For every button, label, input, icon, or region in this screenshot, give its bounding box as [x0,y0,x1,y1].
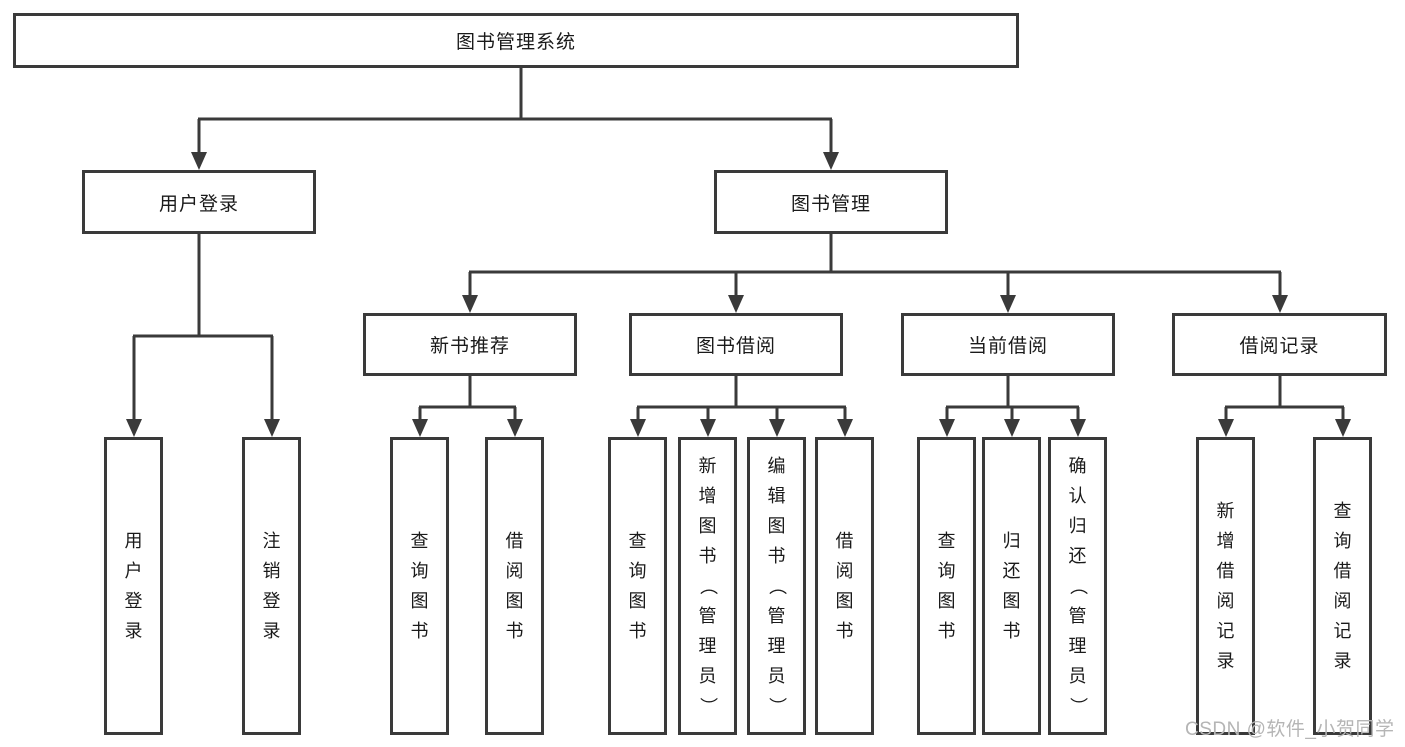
node-new-book-recommendation: 新书推荐 [363,313,577,376]
leaf-query-books-recommend: 查询图书 [390,437,449,735]
node-user-login: 用户登录 [82,170,316,234]
leaf-query-books-borrowing: 查询图书 [608,437,667,735]
node-current-borrowing: 当前借阅 [901,313,1115,376]
node-book-borrowing: 图书借阅 [629,313,843,376]
node-borrowing-records: 借阅记录 [1172,313,1387,376]
node-book-management: 图书管理 [714,170,948,234]
leaf-return-books: 归还图书 [982,437,1041,735]
leaf-query-borrow-record: 查询借阅记录 [1313,437,1372,735]
leaf-add-books-admin: 新增图书（管理员） [678,437,737,735]
leaf-borrow-books-recommend: 借阅图书 [485,437,544,735]
watermark: CSDN @软件_小贺同学 [1185,719,1395,740]
leaf-user-login: 用户登录 [104,437,163,735]
leaf-confirm-return-admin: 确认归还（管理员） [1048,437,1107,735]
leaf-borrow-books-borrowing: 借阅图书 [815,437,874,735]
leaf-edit-books-admin: 编辑图书（管理员） [747,437,806,735]
connector-segments [132,68,1345,423]
leaf-add-borrow-record: 新增借阅记录 [1196,437,1255,735]
node-library-management-system: 图书管理系统 [13,13,1019,68]
leaf-query-books-current: 查询图书 [917,437,976,735]
leaf-logout: 注销登录 [242,437,301,735]
